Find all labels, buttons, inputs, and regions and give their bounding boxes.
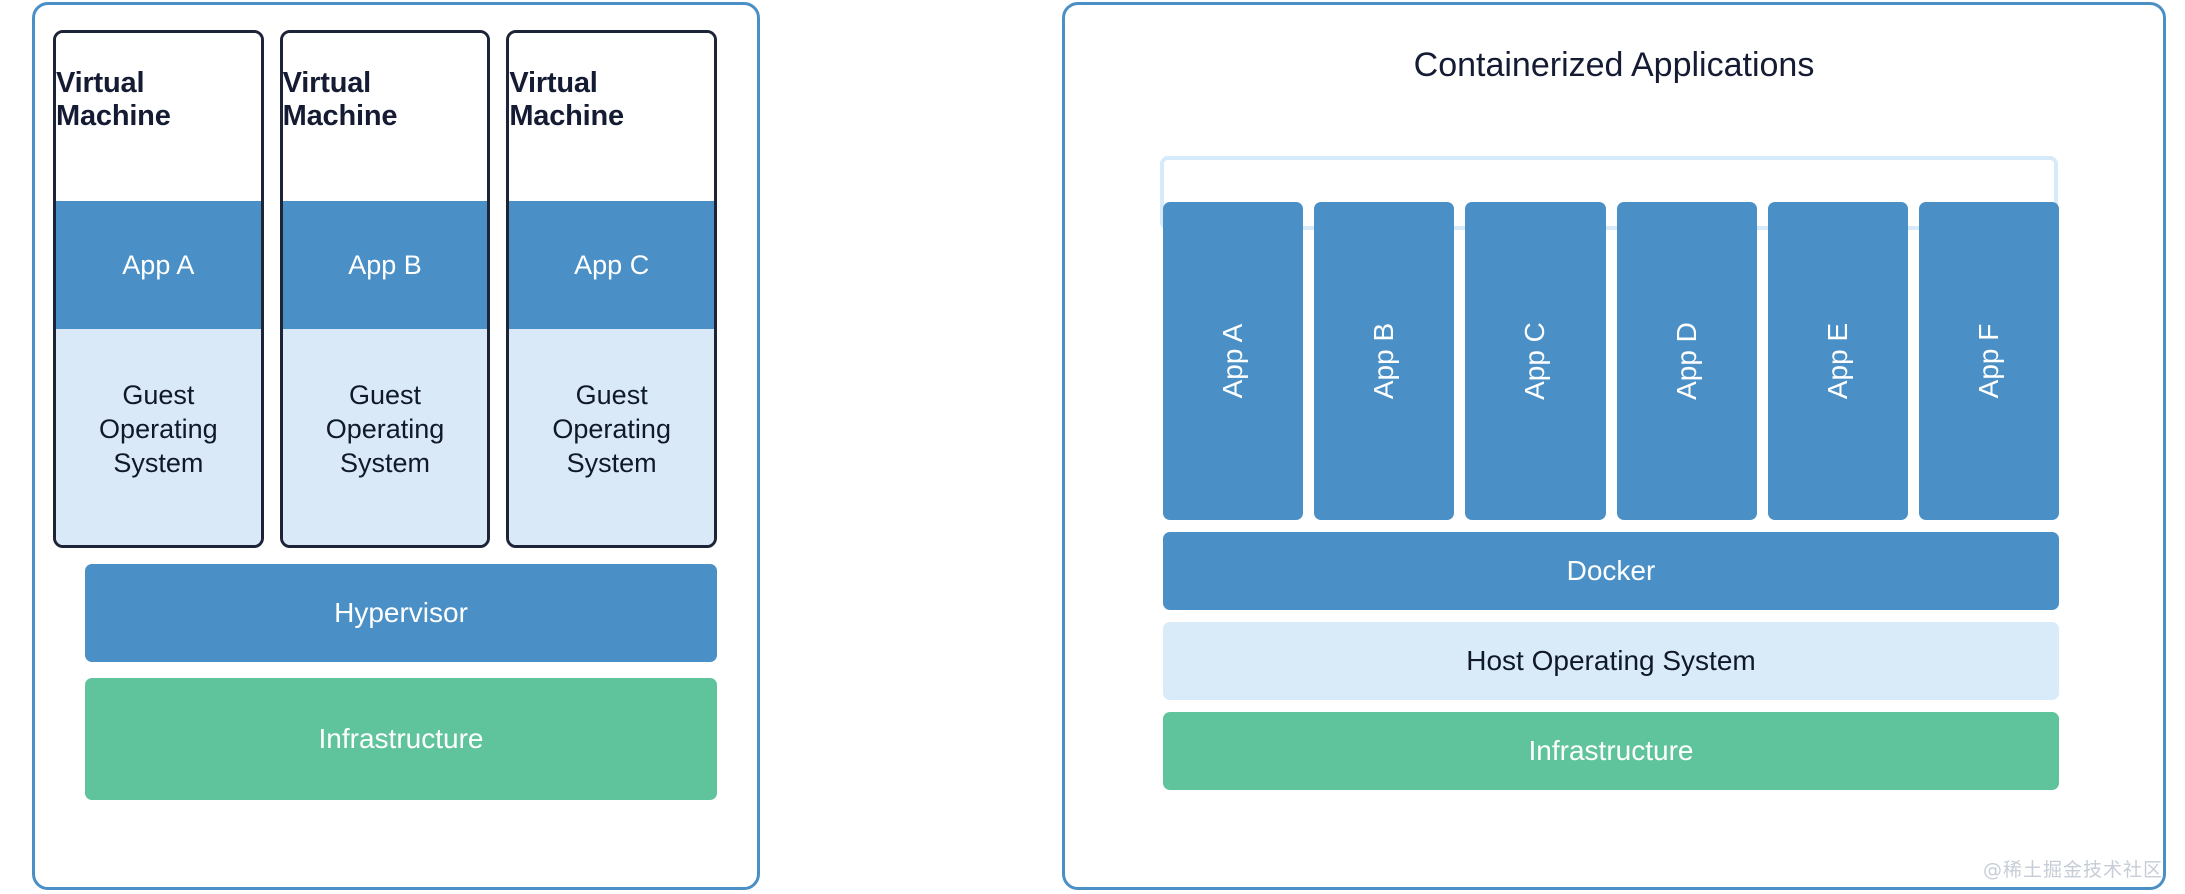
vm-title-b: Virtual Machine	[282, 33, 488, 201]
container-app-f: App F	[1918, 202, 2060, 520]
container-app-a: App A	[1163, 202, 1304, 520]
container-app-f-label: App F	[1972, 323, 2004, 399]
container-app-d: App D	[1616, 202, 1757, 520]
vm-guest-os-b: Guest Operating System	[282, 329, 488, 545]
container-app-group: App A App B App C App D App E App F	[1163, 202, 2060, 520]
vm-box-c: Virtual Machine App C Guest Operating Sy…	[506, 30, 718, 548]
container-app-b: App B	[1314, 202, 1455, 520]
vm-title-c: Virtual Machine	[509, 33, 715, 201]
docker-bar: Docker	[1163, 532, 2059, 610]
watermark: @稀土掘金技术社区	[1982, 859, 2163, 881]
container-plate-outline	[1160, 156, 2058, 230]
vm-app-b: App B	[282, 201, 488, 329]
vm-column-group: Virtual Machine App A Guest Operating Sy…	[53, 30, 718, 548]
infrastructure-bar-right: Infrastructure	[1163, 712, 2059, 790]
vm-guest-os-a: Guest Operating System	[56, 329, 261, 545]
container-app-a-label: App A	[1217, 323, 1249, 399]
host-operating-system-bar: Host Operating System	[1163, 622, 2059, 700]
container-app-d-label: App D	[1670, 322, 1702, 400]
containerized-applications-title: Containerized Applications	[1413, 46, 1815, 84]
vm-title-a: Virtual Machine	[56, 33, 261, 201]
vm-app-c: App C	[509, 201, 715, 329]
hypervisor-bar: Hypervisor	[85, 564, 717, 662]
vm-box-b: Virtual Machine App B Guest Operating Sy…	[279, 30, 491, 548]
container-app-c: App C	[1465, 202, 1606, 520]
container-app-b-label: App B	[1368, 322, 1400, 400]
container-app-c-label: App C	[1519, 322, 1551, 400]
container-app-e-label: App E	[1821, 322, 1853, 400]
vm-box-a: Virtual Machine App A Guest Operating Sy…	[53, 30, 264, 548]
vm-app-a: App A	[56, 201, 261, 329]
vm-guest-os-c: Guest Operating System	[509, 329, 715, 545]
infrastructure-bar-left: Infrastructure	[85, 678, 717, 800]
container-app-e: App E	[1767, 202, 1908, 520]
